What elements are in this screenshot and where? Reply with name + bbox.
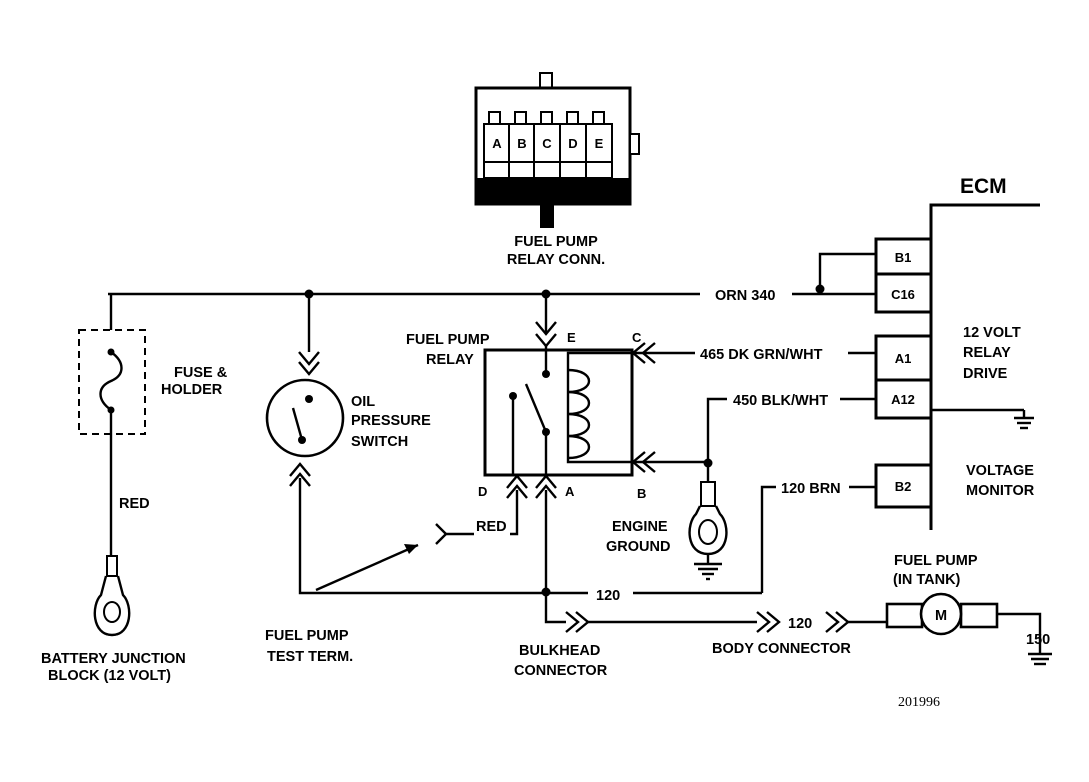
battery-junction-block: BATTERY JUNCTION BLOCK (12 VOLT) (41, 555, 186, 684)
bulkhead-connector: BULKHEAD CONNECTOR (514, 611, 757, 679)
ecm-pin-b1-label: B1 (895, 250, 912, 265)
fuel-pump-in-tank: M FUEL PUMP (IN TANK) (885, 553, 1052, 666)
wire-150-label: 150 (1026, 632, 1050, 648)
wiring (108, 252, 876, 624)
engine-ground-label-line2: GROUND (606, 539, 670, 555)
battery-label-line1: BATTERY JUNCTION (41, 651, 186, 667)
fuel-pump-test-term: RED FUEL PUMP TEST TERM. (265, 519, 507, 665)
ecm-relay-drive-line2: RELAY (963, 345, 1011, 361)
relay-connector-cavities (483, 111, 613, 179)
body-connector-label: BODY CONNECTOR (712, 641, 851, 657)
test-term-label-line2: TEST TERM. (267, 649, 353, 665)
ecm-relay-drive-line1: 12 VOLT (963, 325, 1021, 341)
relay-connector-pin-b: B (517, 136, 526, 151)
ecm-pin-b1 (874, 237, 933, 276)
ecm-pin-c16-label: C16 (891, 287, 915, 302)
fuel-pump-label-line1: FUEL PUMP (894, 553, 978, 569)
ecm-title: ECM (960, 175, 1007, 198)
ecm-pin-a1-label: A1 (895, 351, 912, 366)
relay-label-line1: FUEL PUMP (406, 332, 490, 348)
oil-switch-label-line2: PRESSURE (351, 413, 431, 429)
relay-connector-pin-a: A (492, 136, 502, 151)
wire-red-battery-label: RED (119, 496, 150, 512)
fuse-label-line1: FUSE & (174, 365, 228, 381)
bulkhead-label-line2: CONNECTOR (514, 663, 608, 679)
ecm-ground-symbol (931, 408, 1034, 430)
test-term-label-line1: FUEL PUMP (265, 628, 349, 644)
oil-switch-label-line1: OIL (351, 394, 375, 410)
engine-ground-label-line1: ENGINE (612, 519, 668, 535)
figure-id: 201996 (898, 695, 940, 710)
relay-connector-label-line1: FUEL PUMP (514, 234, 598, 250)
wire-120-label-a: 120 (596, 588, 620, 604)
ecm-pin-a12-label: A12 (891, 392, 915, 407)
ecm-relay-drive-line3: DRIVE (963, 366, 1008, 382)
ecm-module: ECM B1 C16 A1 A12 B2 12 VOLT RELAY DRIVE… (874, 175, 1040, 530)
battery-label-line2: BLOCK (12 VOLT) (48, 668, 171, 684)
relay-connector-pin-e: E (595, 136, 604, 151)
fuse-label-line2: HOLDER (161, 382, 223, 398)
body-connector: BODY CONNECTOR (712, 611, 887, 657)
fuse-holder: FUSE & HOLDER (78, 329, 228, 562)
bulkhead-label-line1: BULKHEAD (519, 643, 600, 659)
ecm-pin-c16 (874, 272, 933, 314)
ecm-voltage-monitor-line2: MONITOR (966, 483, 1035, 499)
relay-term-d: D (478, 484, 487, 499)
ecm-voltage-monitor-line1: VOLTAGE (966, 463, 1034, 479)
relay-term-b: B (637, 486, 646, 501)
fuel-pump-label-line2: (IN TANK) (893, 572, 961, 588)
wire-450-blk-wht-label: 450 BLK/WHT (733, 393, 828, 409)
relay-label-line2: RELAY (426, 352, 474, 368)
wire-120-brn-label: 120 BRN (781, 481, 841, 497)
fuel-pump-motor-symbol: M (935, 608, 947, 624)
wire-120-label-b: 120 (788, 616, 812, 632)
relay-connector: A B C D E FUEL PUMP RELAY CONN. (474, 72, 640, 268)
wire-red-test-label: RED (476, 519, 507, 535)
wire-465-dk-grn-wht-label: 465 DK GRN/WHT (700, 347, 823, 363)
relay-term-e: E (567, 330, 576, 345)
relay-term-a: A (565, 484, 575, 499)
engine-ground: ENGINE GROUND (606, 481, 728, 581)
ecm-pin-a1 (874, 334, 933, 382)
oil-switch-label-line3: SWITCH (351, 434, 408, 450)
relay-term-c: C (632, 330, 642, 345)
ecm-pin-b2-label: B2 (895, 479, 912, 494)
fuel-pump-relay: FUEL PUMP RELAY E C D A B (406, 321, 656, 501)
relay-connector-pin-c: C (542, 136, 552, 151)
wire-orn-340-label: ORN 340 (715, 288, 775, 304)
relay-connector-pin-d: D (568, 136, 577, 151)
oil-pressure-switch: OIL PRESSURE SWITCH (265, 351, 431, 487)
relay-connector-label-line2: RELAY CONN. (507, 252, 605, 268)
